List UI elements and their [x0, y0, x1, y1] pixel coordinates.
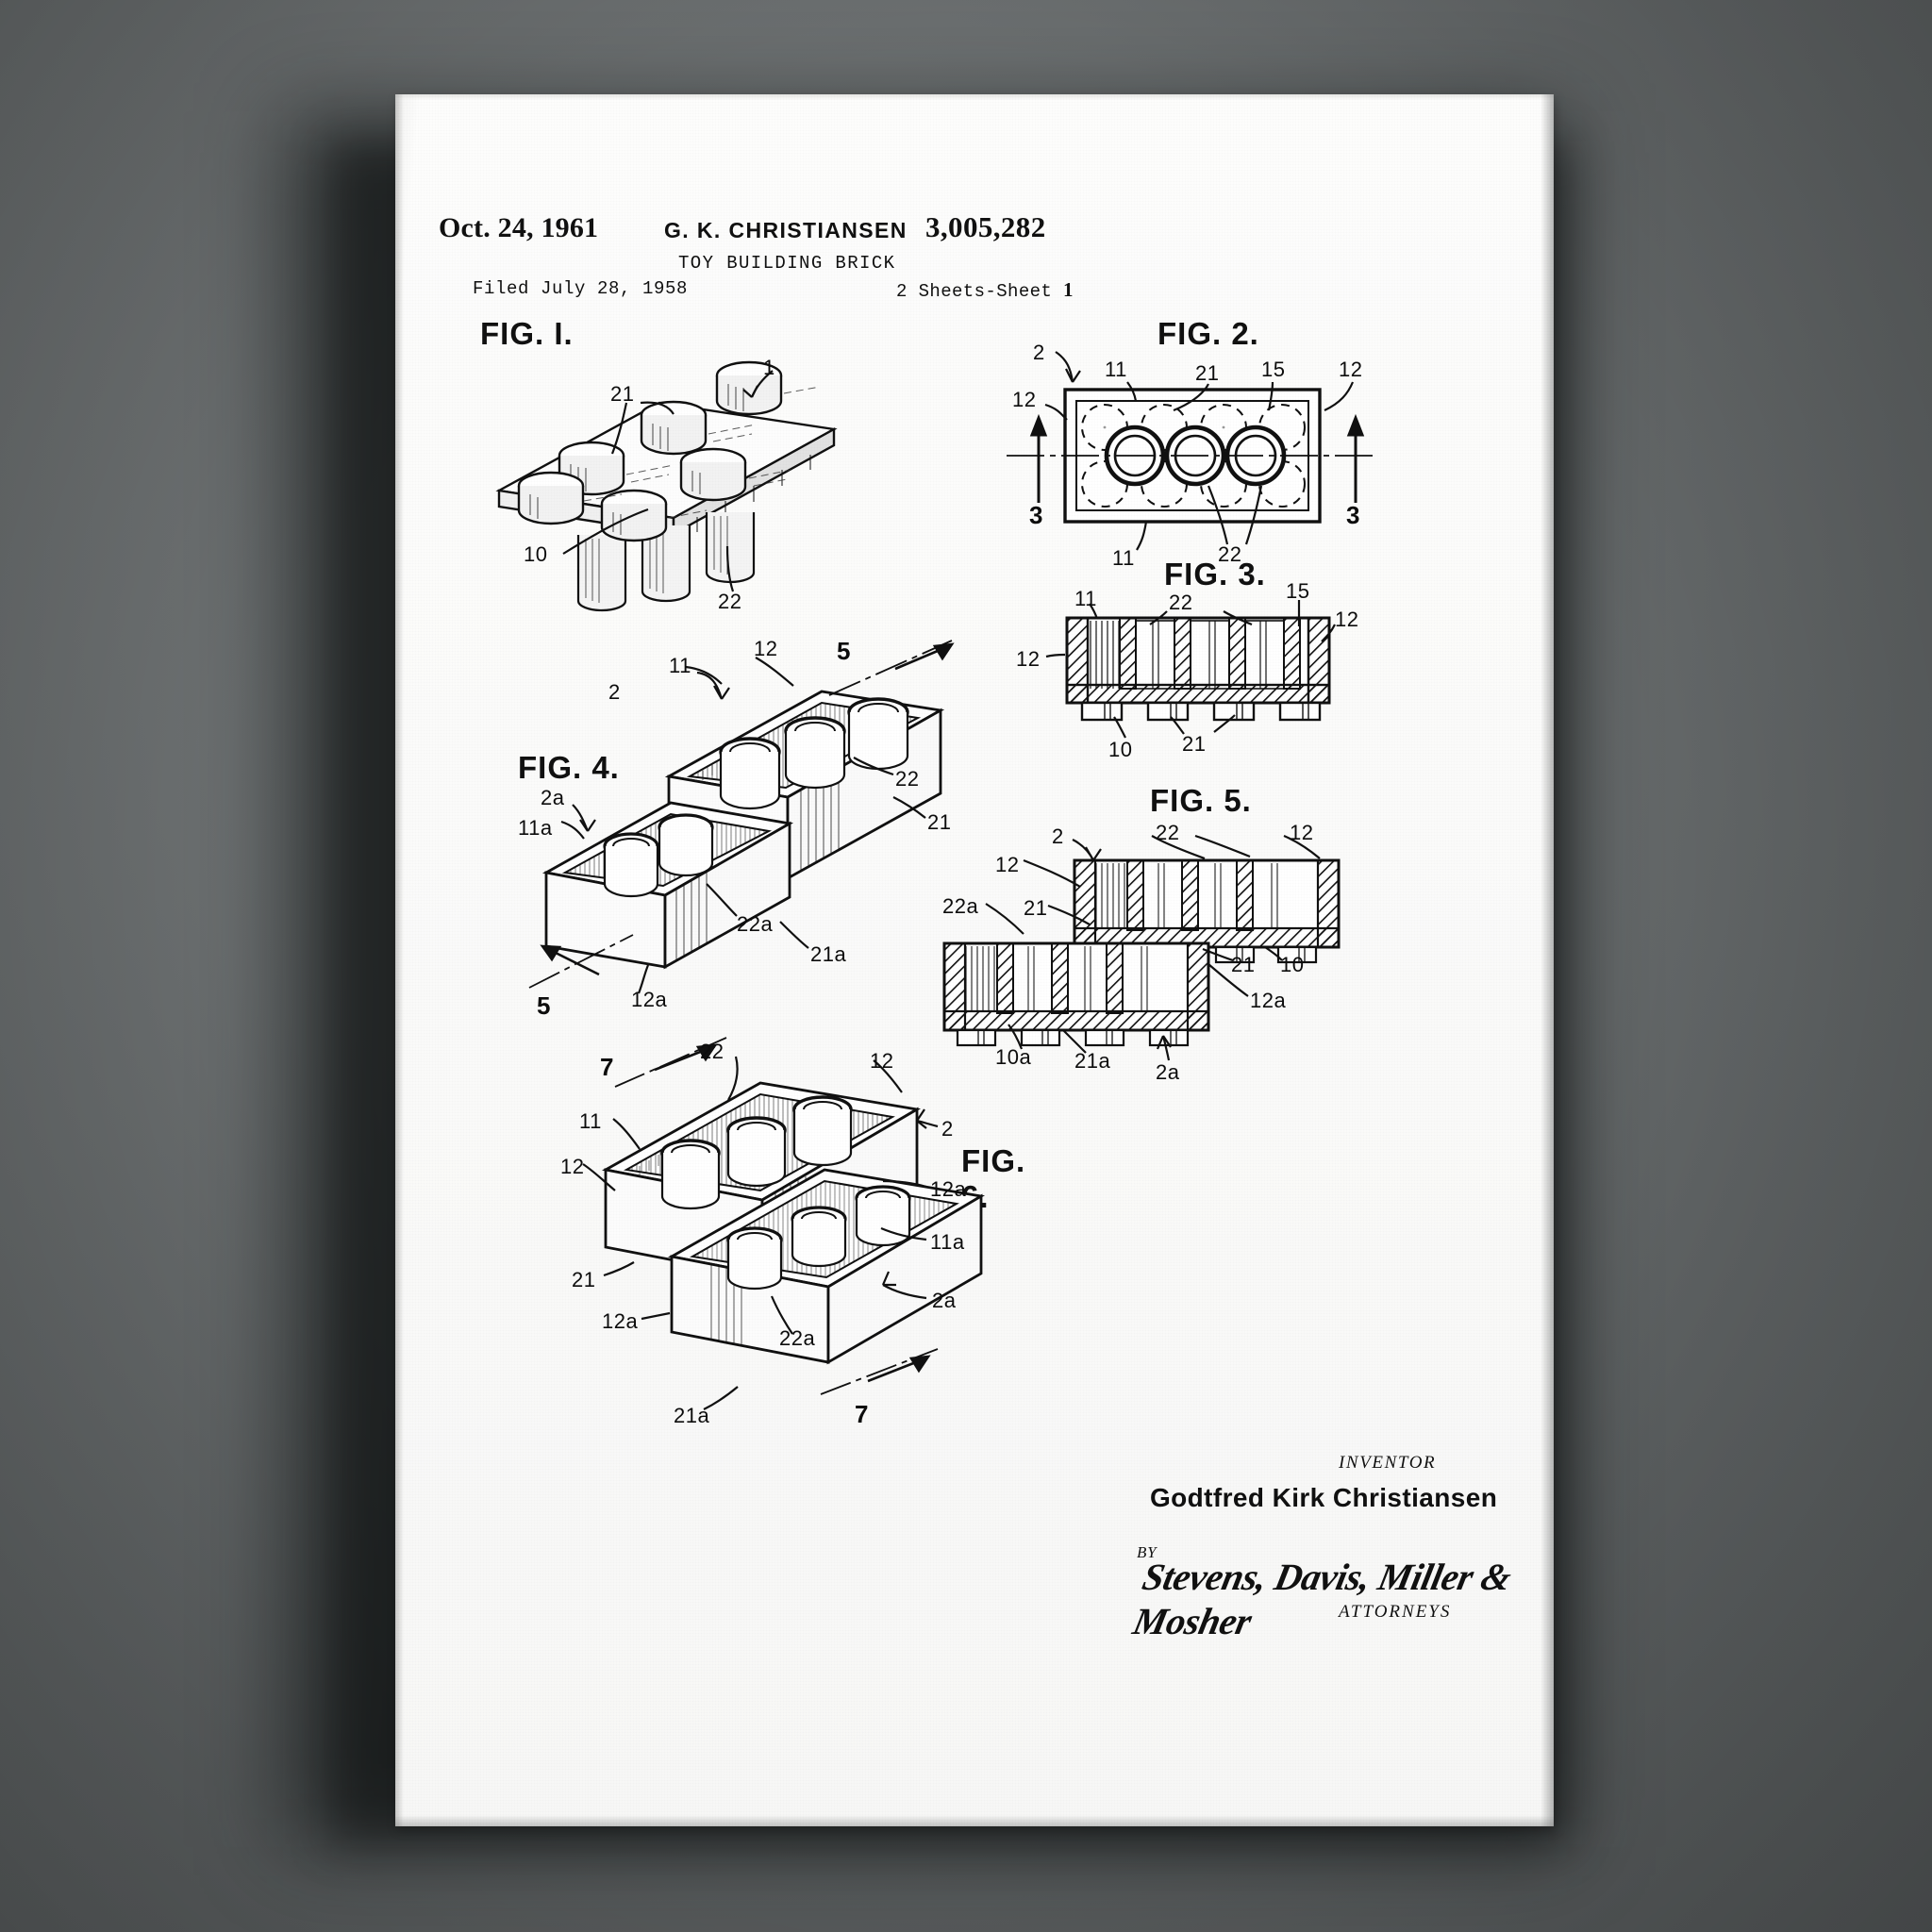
fig5-ref-21a: 21a	[1074, 1049, 1111, 1073]
fig6-drawing	[582, 1037, 986, 1410]
patent-canvas-print: Oct. 24, 1961 G. K. CHRISTIANSEN TOY BUI…	[395, 94, 1554, 1826]
signature-block: INVENTOR Godtfred Kirk Christiansen BY S…	[961, 1453, 1515, 1642]
fig3-drawing	[1045, 600, 1336, 739]
patent-sheet: Oct. 24, 1961 G. K. CHRISTIANSEN TOY BUI…	[395, 94, 1554, 1826]
fig6-section-label-top: 7	[600, 1053, 614, 1081]
fig6-ref-22: 22	[700, 1040, 724, 1063]
fig2-drawing	[1007, 351, 1378, 551]
fig1-ref-22: 22	[718, 590, 742, 613]
fig2-ref-12l: 12	[1012, 388, 1037, 411]
fig3-ref-12r: 12	[1335, 608, 1359, 631]
patent-date: Oct. 24, 1961	[439, 212, 599, 243]
fig4-drawing	[528, 640, 955, 994]
figure-fig2: FIG. 2.	[999, 316, 1395, 571]
fig5-ref-2a: 2a	[1156, 1060, 1180, 1084]
fig3-ref-12l: 12	[1016, 647, 1041, 671]
patent-title: TOY BUILDING BRICK	[678, 253, 896, 274]
fig5-ref-12a: 12a	[1250, 989, 1287, 1012]
fig4-ref-21: 21	[927, 810, 952, 834]
fig5-ref-10a: 10a	[995, 1045, 1032, 1069]
figure-fig6: FIG. 6.	[560, 1037, 1051, 1434]
fig5-ref-21: 21	[1231, 953, 1256, 976]
fig4-ref-22a: 22a	[737, 912, 774, 936]
patent-filed-date: Filed July 28, 1958	[473, 278, 689, 299]
figure-fig4: FIG. 4.	[518, 637, 1008, 1033]
fig2-ref-12r: 12	[1339, 358, 1363, 381]
fig4-section-label-bottom: 5	[537, 991, 551, 1020]
fig3-ref-11: 11	[1074, 587, 1097, 610]
fig2-ref-22: 22	[1218, 542, 1242, 566]
fig6-section-label-bottom: 7	[855, 1400, 869, 1428]
fig6-ref-11: 11	[579, 1109, 602, 1133]
fig2-ref-21: 21	[1195, 361, 1220, 385]
sheet-number: 1	[1063, 278, 1074, 301]
sheet-count-text: 2 Sheets-Sheet	[896, 281, 1064, 302]
attorney-label: ATTORNEYS	[1339, 1602, 1452, 1622]
fig6-ref-21a: 21a	[674, 1404, 710, 1427]
fig4-ref-12t: 12	[754, 637, 778, 660]
fig1-drawing	[495, 360, 838, 612]
fig6-ref-12l: 12	[560, 1155, 585, 1178]
figure-caption-fig2: FIG. 2.	[1158, 316, 1259, 351]
fig2-ref-15: 15	[1261, 358, 1286, 381]
figure-fig1: FIG. I.	[480, 316, 876, 627]
fig4-ref-22: 22	[895, 767, 920, 791]
fig6-ref-2: 2	[941, 1117, 954, 1141]
fig5-ref-10: 10	[1280, 953, 1305, 976]
fig2-section-label-left: 3	[1029, 501, 1043, 529]
figure-caption-fig3: FIG. 3.	[1164, 557, 1266, 591]
fig6-ref-2a: 2a	[932, 1289, 957, 1312]
fig4-section-label-top: 5	[837, 637, 851, 665]
inventor-name: Godtfred Kirk Christiansen	[1150, 1483, 1498, 1512]
fig3-ref-15: 15	[1286, 579, 1310, 603]
fig4-ref-2: 2	[608, 680, 621, 704]
fig5-drawing	[942, 834, 1341, 1061]
fig2-section-label-right: 3	[1346, 501, 1360, 529]
figure-caption-fig4: FIG. 4.	[518, 750, 620, 785]
patent-number: 3,005,282	[925, 210, 1046, 243]
fig4-ref-11: 11	[669, 654, 691, 677]
figure-caption-fig5: FIG. 5.	[1150, 783, 1252, 818]
inventor-label: INVENTOR	[1339, 1453, 1437, 1473]
figure-fig3: FIG. 3.	[999, 557, 1395, 774]
fig6-ref-21: 21	[572, 1268, 596, 1291]
fig5-ref-21a-upper: 21	[1024, 896, 1048, 920]
fig5-ref-12l: 12	[995, 853, 1020, 876]
fig2-ref-2: 2	[1033, 341, 1045, 364]
fig5-ref-22: 22	[1156, 821, 1180, 844]
fig6-ref-12t: 12	[870, 1049, 894, 1073]
fig6-ref-12a-l: 12a	[602, 1309, 639, 1333]
fig5-ref-12r: 12	[1290, 821, 1314, 844]
fig1-ref-10: 10	[524, 542, 548, 566]
fig6-ref-22a: 22a	[779, 1326, 816, 1350]
fig2-ref-11b: 11	[1112, 546, 1135, 570]
fig4-ref-12a: 12a	[631, 988, 668, 1011]
fig6-ref-11a: 11a	[930, 1230, 965, 1254]
fig3-ref-21: 21	[1182, 732, 1207, 756]
attorney-signature: Stevens, Davis, Miller & Mosher	[1129, 1556, 1515, 1642]
fig5-ref-2: 2	[1052, 824, 1064, 848]
fig3-ref-10: 10	[1108, 738, 1133, 761]
fig2-ref-11a: 11	[1105, 358, 1127, 381]
patent-inventor-surname: G. K. CHRISTIANSEN	[664, 218, 908, 242]
by-label: BY	[1137, 1543, 1158, 1561]
fig6-ref-12a-r: 12a	[930, 1177, 967, 1201]
figure-caption-fig1: FIG. I.	[480, 316, 574, 351]
fig4-ref-11a: 11a	[518, 816, 553, 840]
fig5-ref-22a: 22a	[942, 894, 979, 918]
patent-sheet-count: 2 Sheets-Sheet 1	[896, 278, 1074, 302]
fig1-ref-21: 21	[610, 382, 635, 406]
fig1-ref-1: 1	[763, 356, 775, 379]
fig3-ref-22: 22	[1169, 591, 1193, 614]
fig4-ref-2a: 2a	[541, 786, 565, 809]
figure-fig5: FIG. 5.	[942, 783, 1386, 1085]
fig4-ref-21a: 21a	[810, 942, 847, 966]
